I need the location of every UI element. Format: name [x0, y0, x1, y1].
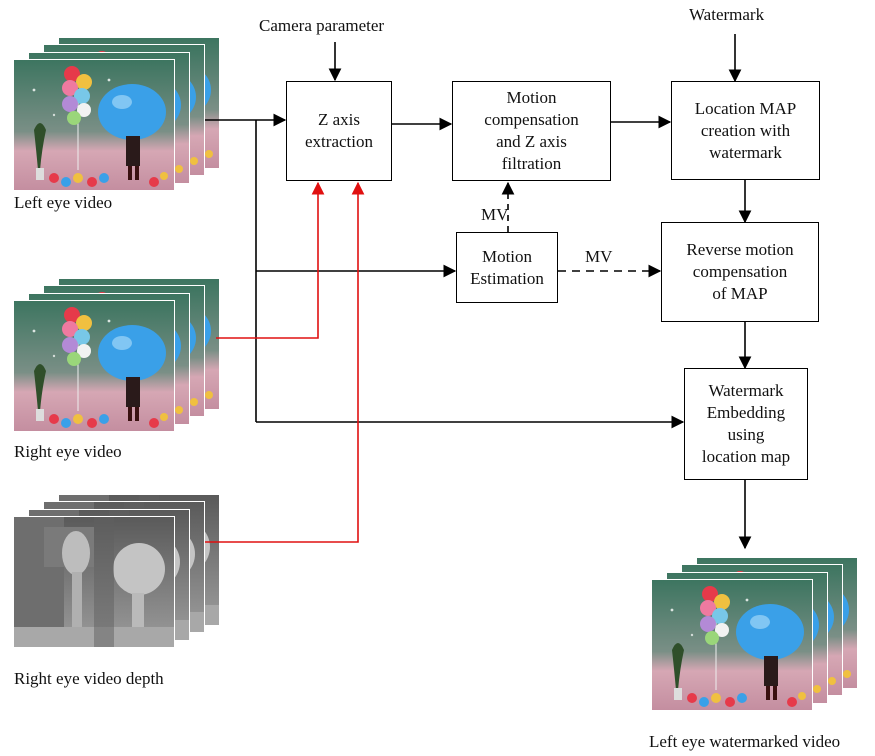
motion-compensation-box: Motion compensation and Z axis filtratio… [452, 81, 611, 181]
red-connectors [205, 181, 365, 543]
reverse-motion-compensation-box: Reverse motion compensation of MAP [661, 222, 819, 322]
right-eye-video-label: Right eye video [14, 442, 122, 461]
right-eye-depth-stack [13, 494, 220, 648]
motion-estimation-box: Motion Estimation [456, 232, 558, 303]
camera-parameter-label: Camera parameter [259, 16, 385, 35]
mv-horizontal-label: MV [585, 247, 613, 266]
left-eye-watermarked-stack [651, 557, 858, 711]
left-eye-video-stack [13, 37, 220, 191]
output-label: Left eye watermarked video [649, 732, 841, 751]
mv-vertical-label: MV [481, 205, 509, 224]
right-eye-video-stack [13, 278, 220, 432]
z-axis-extraction-box: Z axis extraction [286, 81, 392, 181]
right-eye-depth-label: Right eye video depth [14, 669, 164, 688]
location-map-box: Location MAP creation with watermark [671, 81, 820, 180]
watermark-embedding-box: Watermark Embedding using location map [684, 368, 808, 480]
connectors [205, 34, 752, 550]
left-eye-video-label: Left eye video [14, 193, 113, 212]
watermark-label: Watermark [689, 5, 765, 24]
